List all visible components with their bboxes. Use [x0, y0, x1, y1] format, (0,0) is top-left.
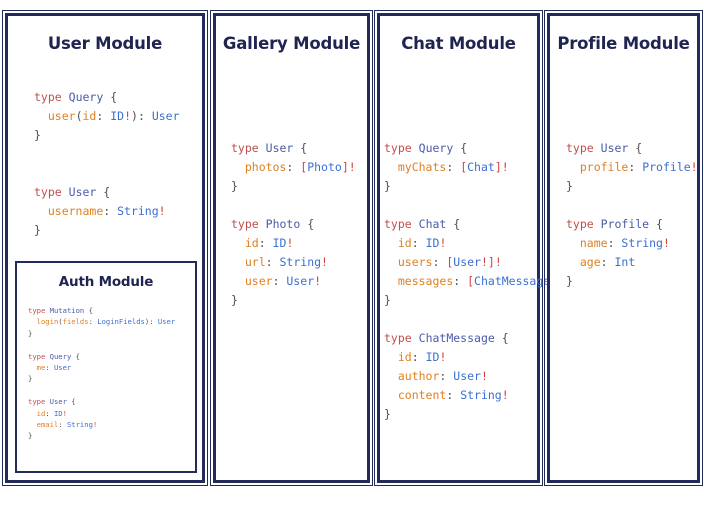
module-title-auth: Auth Module — [58, 274, 154, 290]
schema-code-auth: type Mutation { login(fields: LoginField… — [28, 306, 176, 441]
schema-code-user: type Query { user(id: ID!): User } type … — [34, 90, 180, 237]
module-title-chat: Chat Module — [401, 34, 516, 53]
module-card-user[interactable]: User Module type Query { user(id: ID!): … — [2, 10, 208, 486]
module-title-profile: Profile Module — [557, 34, 690, 53]
module-card-gallery[interactable]: Gallery Module type User { photos: [Phot… — [210, 10, 373, 486]
module-title-gallery: Gallery Module — [222, 34, 361, 53]
module-card-chat[interactable]: Chat Module type Query { myChats: [Chat]… — [374, 10, 564, 486]
module-title-user: User Module — [47, 34, 163, 53]
module-card-auth[interactable]: Auth Module type Mutation { login(fields… — [15, 261, 197, 473]
schema-code-gallery: type User { photos: [Photo]! } type Phot… — [231, 141, 356, 307]
module-card-profile[interactable]: Profile Module type User { profile: Prof… — [544, 10, 703, 486]
schema-code-profile: type User { profile: Profile! } type Pro… — [566, 141, 698, 288]
schema-code-chat: type Query { myChats: [Chat]! } type Cha… — [384, 141, 564, 421]
